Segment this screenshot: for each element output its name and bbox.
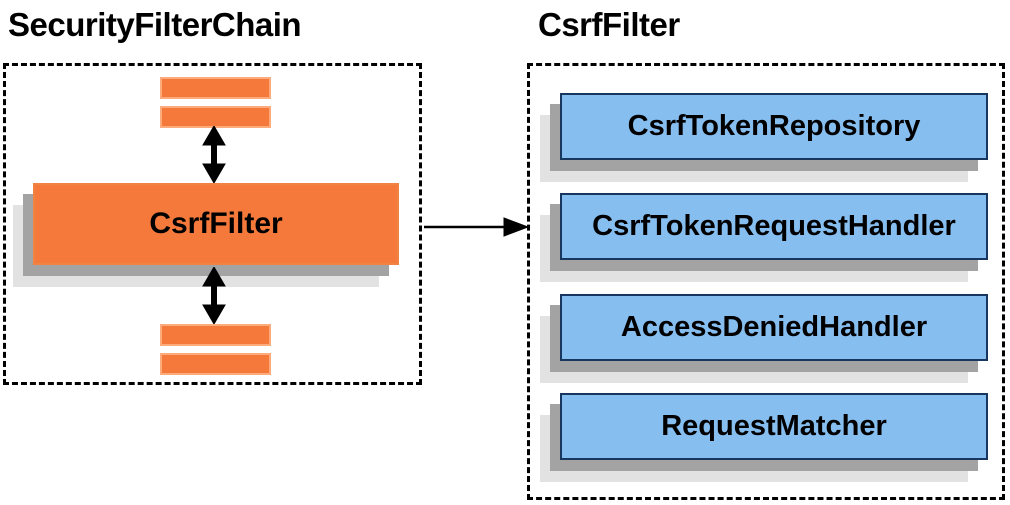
request-matcher-node: RequestMatcher bbox=[560, 393, 988, 460]
request-matcher-label: RequestMatcher bbox=[661, 410, 887, 442]
csrf-token-repository-label: CsrfTokenRepository bbox=[627, 110, 921, 142]
csrf-filter-node: CsrfFilter bbox=[33, 183, 399, 265]
access-denied-handler-node: AccessDeniedHandler bbox=[560, 294, 988, 361]
filter-chain-bar-top-2 bbox=[160, 106, 271, 128]
filter-chain-bar-bottom-2 bbox=[160, 353, 271, 375]
csrf-filter-title: CsrfFilter bbox=[538, 6, 680, 43]
filter-chain-bar-top-1 bbox=[160, 77, 271, 99]
filter-chain-bar-bottom-1 bbox=[160, 324, 271, 346]
security-filter-chain-title: SecurityFilterChain bbox=[8, 6, 302, 43]
csrf-token-request-handler-label: CsrfTokenRequestHandler bbox=[592, 210, 956, 242]
csrf-token-repository-node: CsrfTokenRepository bbox=[560, 93, 988, 160]
access-denied-handler-label: AccessDeniedHandler bbox=[620, 311, 928, 343]
security-filter-chain-container bbox=[3, 63, 422, 385]
bidirectional-arrow-bottom-icon bbox=[202, 267, 226, 324]
csrf-filter-node-label: CsrfFilter bbox=[149, 207, 283, 240]
csrf-token-request-handler-node: CsrfTokenRequestHandler bbox=[560, 193, 988, 260]
bidirectional-arrow-top-icon bbox=[202, 126, 226, 183]
csrf-filter-link-arrow-icon bbox=[424, 217, 528, 237]
csrf-filter-container bbox=[527, 63, 1005, 500]
